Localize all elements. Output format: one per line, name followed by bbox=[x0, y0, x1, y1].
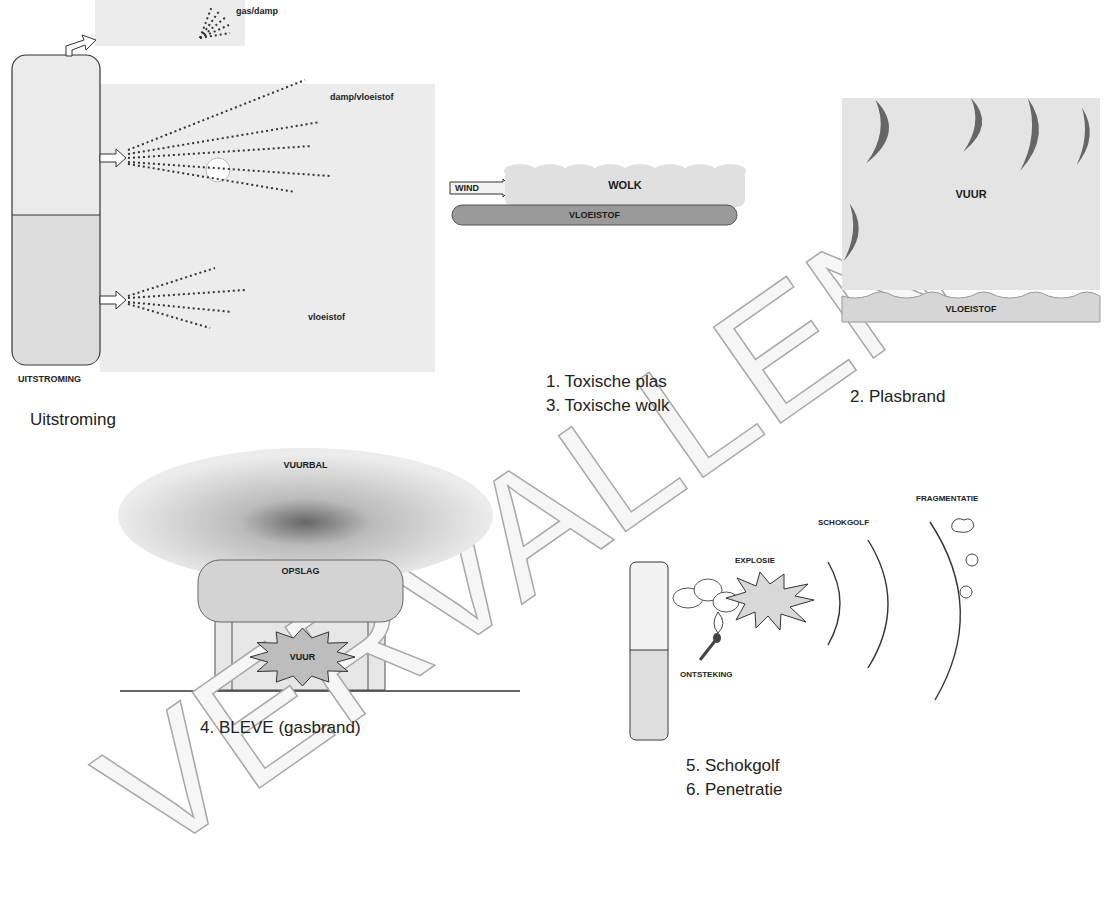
shape-outline bbox=[714, 164, 746, 178]
outflow-illustration bbox=[100, 149, 126, 167]
part-label: FRAGMENTATIE bbox=[916, 494, 978, 503]
caption-text: 3. Toxische wolk bbox=[546, 396, 669, 416]
explosion-illustration bbox=[952, 519, 974, 533]
shape-outline bbox=[684, 164, 716, 178]
part-label: vloeistof bbox=[308, 312, 345, 322]
caption-text: 2. Plasbrand bbox=[850, 387, 945, 407]
outflow-illustration bbox=[200, 17, 226, 38]
part-label: damp/vloeistof bbox=[330, 92, 394, 102]
shape-round: OPSLAG bbox=[198, 560, 403, 622]
shape-label: VUUR bbox=[955, 188, 986, 201]
shape-outline bbox=[564, 164, 596, 178]
shape-fire: VUUR bbox=[842, 98, 1100, 290]
shape-outline bbox=[844, 204, 859, 262]
shape-outline bbox=[450, 179, 512, 197]
explosion-illustration bbox=[930, 522, 960, 700]
shape-outline bbox=[654, 164, 686, 178]
bleve-support bbox=[368, 620, 369, 690]
part-label: EXPLOSIE bbox=[735, 556, 775, 565]
explosion-illustration bbox=[630, 562, 668, 740]
part-label: SCHOKGOLF bbox=[818, 518, 869, 527]
outflow-illustration bbox=[13, 215, 99, 364]
outflow-illustration bbox=[100, 84, 435, 372]
outflow-illustration bbox=[128, 122, 320, 154]
explosion-illustration bbox=[630, 650, 668, 651]
shape-outline bbox=[250, 628, 355, 686]
explosion-illustration bbox=[630, 519, 978, 740]
explosion-illustration bbox=[828, 562, 840, 645]
explosion-illustration bbox=[631, 650, 667, 739]
shape-outline bbox=[534, 164, 566, 178]
caption-text: 5. Schokgolf bbox=[686, 756, 780, 776]
shape-band: VLOEISTOF bbox=[842, 288, 1100, 322]
shape-outline bbox=[624, 164, 656, 178]
explosion-illustration bbox=[868, 540, 888, 668]
shape-outline bbox=[198, 560, 403, 622]
explosion-illustration bbox=[713, 633, 721, 643]
shape-outline bbox=[594, 164, 626, 178]
outflow-illustration bbox=[128, 304, 210, 328]
shape-label: WOLK bbox=[608, 179, 642, 192]
shape-outline bbox=[1077, 108, 1090, 166]
outflow-illustration bbox=[200, 25, 229, 38]
outflow-illustration bbox=[128, 164, 295, 192]
explosion-illustration bbox=[700, 641, 715, 660]
explosion-illustration bbox=[960, 586, 972, 598]
shape-label: VUUR bbox=[290, 652, 316, 662]
bleve-support bbox=[120, 690, 520, 692]
bleve-support bbox=[215, 620, 385, 690]
shape-outline bbox=[842, 292, 1100, 322]
explosion-illustration bbox=[714, 612, 723, 633]
shape-arrow: WIND bbox=[450, 179, 512, 197]
caption-text: 6. Penetratie bbox=[686, 780, 782, 800]
caption-text: 4. BLEVE (gasbrand) bbox=[200, 718, 361, 738]
shape-label: WIND bbox=[455, 183, 479, 193]
shape-label: VLOEISTOF bbox=[569, 210, 620, 220]
shape-label: OPSLAG bbox=[281, 566, 319, 576]
shape-outline bbox=[842, 98, 1100, 290]
shape-outline bbox=[1020, 98, 1039, 171]
outflow-illustration bbox=[128, 6, 330, 328]
shape-label: VUURBAL bbox=[284, 460, 328, 470]
outflow-illustration bbox=[100, 291, 126, 309]
shape-star: VUUR bbox=[250, 628, 355, 686]
shape-outline bbox=[963, 98, 982, 152]
outflow-illustration bbox=[12, 55, 100, 365]
caption-text: Uitstroming bbox=[30, 410, 116, 430]
bleve-support bbox=[232, 620, 233, 690]
outflow-illustration bbox=[12, 214, 100, 215]
shape-label: VLOEISTOF bbox=[946, 304, 997, 314]
outflow-illustration bbox=[128, 290, 245, 298]
outflow-illustration bbox=[128, 268, 215, 296]
outflow-illustration bbox=[128, 80, 305, 150]
explosion-illustration bbox=[726, 572, 814, 630]
outflow-illustration bbox=[200, 33, 230, 38]
bleve-support bbox=[120, 620, 520, 691]
explosion-illustration bbox=[828, 522, 960, 700]
outflow-illustration bbox=[66, 35, 96, 56]
outflow-illustration bbox=[95, 0, 245, 46]
shape-pool: VLOEISTOF bbox=[452, 205, 737, 225]
caption-text: 1. Toxische plas bbox=[546, 372, 667, 392]
part-label: gas/damp bbox=[236, 6, 278, 16]
part-label: UITSTROMING bbox=[18, 374, 81, 384]
shape-outline bbox=[504, 164, 536, 178]
outflow-illustration bbox=[12, 0, 435, 372]
part-label: ONTSTEKING bbox=[680, 670, 732, 679]
outflow-illustration bbox=[128, 302, 232, 312]
shape-cloud: WOLK bbox=[505, 163, 745, 207]
shape-outline bbox=[452, 205, 737, 225]
explosion-illustration bbox=[966, 554, 978, 566]
shape-outline bbox=[866, 100, 889, 163]
outflow-illustration bbox=[128, 146, 312, 158]
